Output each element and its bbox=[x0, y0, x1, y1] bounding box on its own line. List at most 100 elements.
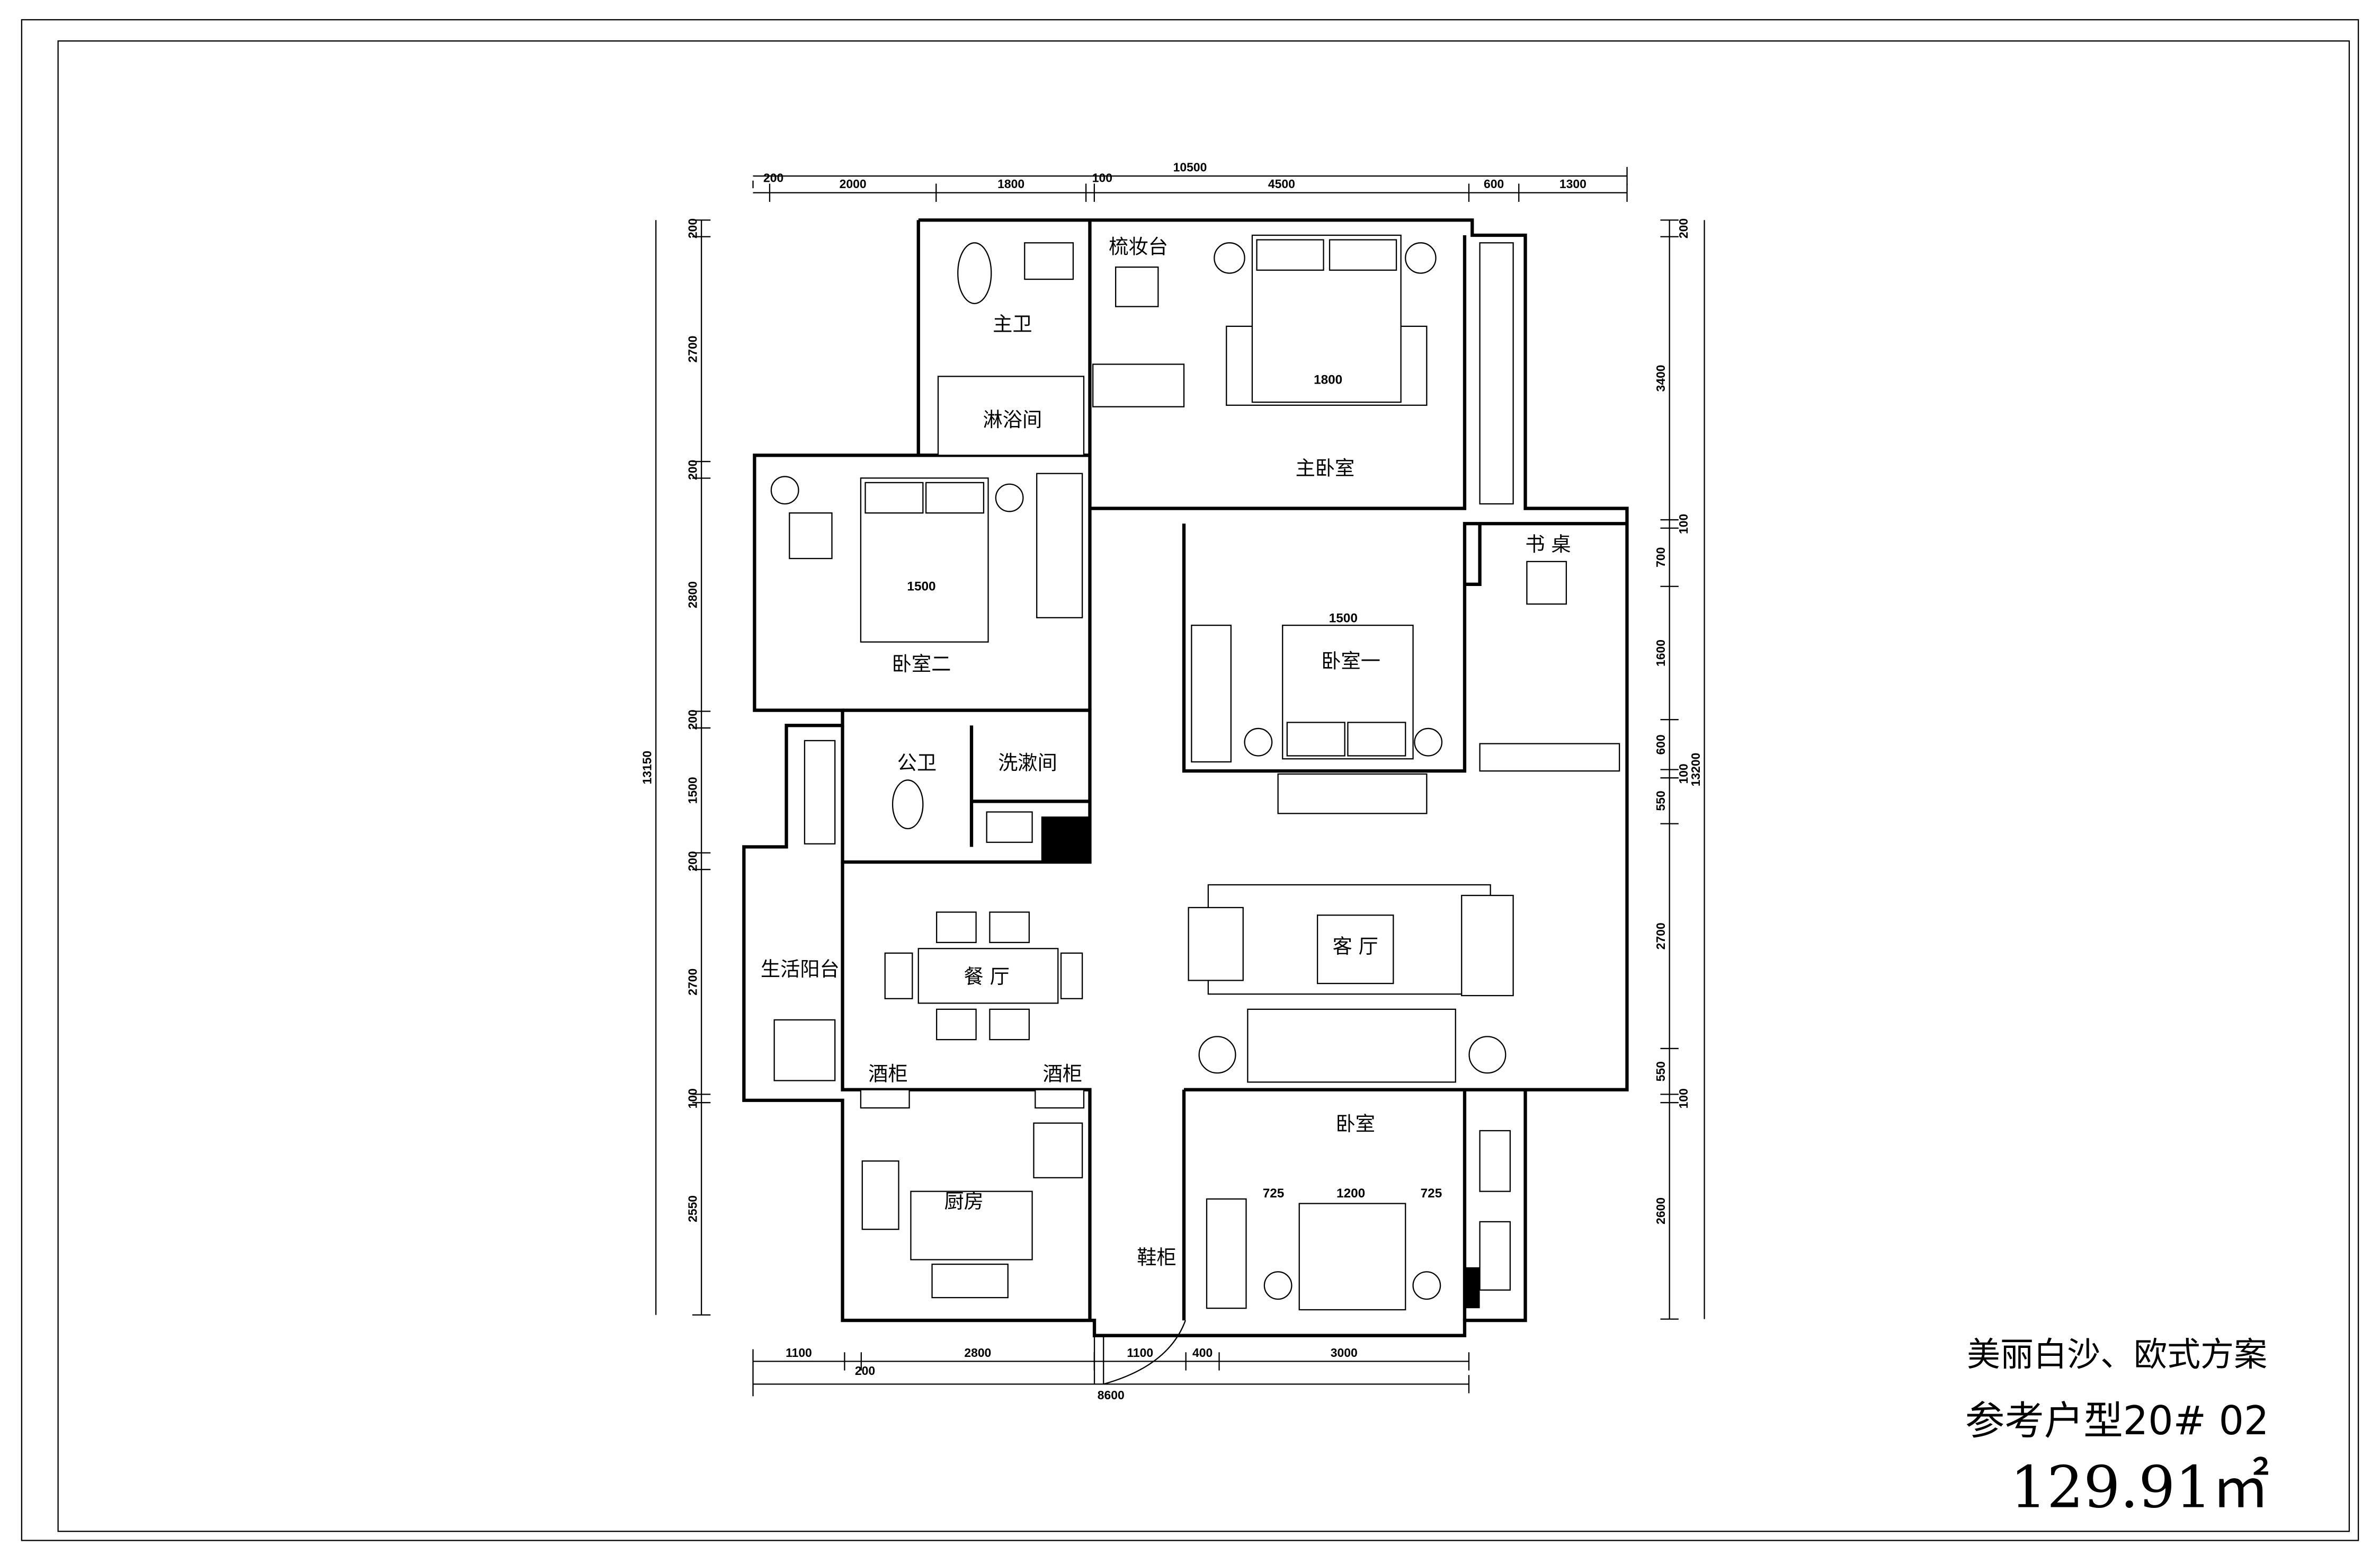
dimension-label: 2800 bbox=[686, 581, 700, 608]
shower-tiles bbox=[937, 376, 1085, 456]
dimension-label: 100 bbox=[1677, 1088, 1690, 1108]
label-desk: 书 桌 bbox=[1525, 532, 1571, 556]
pillow bbox=[1286, 722, 1345, 757]
dimension-label: 2000 bbox=[840, 177, 867, 191]
pillow bbox=[1329, 239, 1397, 271]
chair bbox=[789, 512, 833, 560]
washer bbox=[804, 740, 836, 845]
label-wine-cabinet: 酒柜 bbox=[1043, 1062, 1082, 1085]
dimension-label: 200 bbox=[686, 460, 700, 480]
dim-bed-two: 1500 bbox=[907, 579, 935, 593]
shoe-cabinet bbox=[1206, 1198, 1247, 1309]
tv-cabinet bbox=[1461, 894, 1514, 997]
label-shoe-cabinet: 鞋柜 bbox=[1137, 1246, 1176, 1269]
inner-frame bbox=[57, 40, 2350, 1532]
dimension-label: 100 bbox=[1092, 171, 1112, 185]
dimension-label: 600 bbox=[1484, 177, 1504, 191]
label-dresser: 梳妆台 bbox=[1109, 235, 1168, 258]
wardrobe bbox=[1036, 473, 1083, 618]
label-wine-cabinet: 酒柜 bbox=[868, 1062, 907, 1085]
nightstand-lamp-icon bbox=[1405, 242, 1437, 274]
dim-bedroom-right: 725 bbox=[1421, 1186, 1442, 1201]
dimension-label: 550 bbox=[1654, 1061, 1668, 1081]
dimension-label: 1300 bbox=[1559, 177, 1586, 191]
dimension-label: 200 bbox=[686, 851, 700, 871]
label-bedroom-two: 卧室二 bbox=[892, 652, 951, 676]
dining-chair bbox=[884, 952, 913, 999]
dining-chair bbox=[935, 1008, 977, 1041]
dining-table bbox=[917, 948, 1059, 1004]
room-labels: 主卫 淋浴间 梳妆台 主卧室 卧室二 书 桌 卧室一 公卫 洗漱间 生活阳台 餐… bbox=[761, 235, 1571, 1269]
dim-bed-one: 1500 bbox=[1329, 611, 1358, 625]
label-bedroom: 卧室 bbox=[1335, 1112, 1375, 1135]
label-bedroom-one: 卧室一 bbox=[1321, 649, 1380, 672]
dimension-total: 10500 bbox=[1173, 161, 1207, 174]
label-master-bath: 主卫 bbox=[993, 312, 1032, 335]
dresser-stool bbox=[1115, 266, 1159, 307]
label-dining: 餐 厅 bbox=[964, 965, 1010, 988]
dimension-label: 100 bbox=[1677, 763, 1690, 784]
dimension-label: 2550 bbox=[686, 1195, 700, 1222]
label-master-bedroom: 主卧室 bbox=[1296, 457, 1355, 480]
nightstand-lamp-icon bbox=[1412, 1271, 1441, 1300]
dimension-label: 2700 bbox=[1654, 922, 1668, 949]
side-table-icon bbox=[1198, 1036, 1236, 1074]
dining-chair bbox=[1060, 952, 1083, 999]
dining-chair bbox=[935, 911, 977, 943]
outer-frame bbox=[21, 19, 2359, 1541]
dimension-label: 100 bbox=[1677, 514, 1690, 534]
wine-cabinet bbox=[1035, 1089, 1085, 1109]
dimension-label: 2700 bbox=[686, 335, 700, 362]
shoe-rack bbox=[1092, 363, 1185, 407]
coffee-table bbox=[1316, 914, 1394, 984]
side-table-icon bbox=[1468, 1036, 1507, 1074]
dining-chair bbox=[989, 1008, 1030, 1041]
air-conditioner bbox=[1479, 1130, 1511, 1192]
label-public-bath: 公卫 bbox=[897, 751, 937, 774]
label-shower: 淋浴间 bbox=[983, 408, 1042, 431]
sink-icon bbox=[1024, 242, 1074, 280]
label-balcony: 生活阳台 bbox=[761, 957, 840, 981]
dimension-label: 2700 bbox=[686, 969, 700, 996]
label-living: 客 厅 bbox=[1333, 935, 1378, 958]
nightstand-lamp-icon bbox=[770, 476, 799, 505]
dimension-label: 100 bbox=[686, 1088, 700, 1108]
nightstand-lamp-icon bbox=[1214, 242, 1245, 274]
dimension-lines: 200 2000 1800 100 4500 600 1300 10500 1100 200 280… bbox=[640, 161, 1705, 1402]
dim-master-bed: 1800 bbox=[1314, 373, 1342, 387]
dimension-total: 13200 bbox=[1689, 753, 1702, 787]
squat-toilet-icon bbox=[892, 779, 924, 830]
dimension-total: 13150 bbox=[640, 751, 654, 785]
dimension-label: 3400 bbox=[1654, 365, 1668, 392]
dimension-label: 200 bbox=[855, 1364, 875, 1378]
dimension-label: 550 bbox=[1654, 791, 1668, 811]
dimension-label: 2800 bbox=[964, 1346, 991, 1360]
dimension-label: 600 bbox=[1654, 734, 1668, 754]
nightstand-lamp-icon bbox=[1244, 727, 1273, 757]
dimension-total: 8600 bbox=[1098, 1388, 1125, 1402]
dim-bedroom-bed: 1200 bbox=[1336, 1186, 1365, 1201]
pillow bbox=[864, 482, 924, 514]
bedroom-bed bbox=[1298, 1203, 1406, 1311]
pillow bbox=[1347, 722, 1406, 757]
dimension-label: 1600 bbox=[1654, 640, 1668, 667]
nightstand-lamp-icon bbox=[1263, 1271, 1292, 1300]
dimension-label: 1100 bbox=[786, 1346, 812, 1360]
unit-type: 参考户型20# 02 bbox=[1965, 1398, 2269, 1444]
fridge bbox=[1033, 1122, 1083, 1178]
pillow bbox=[1256, 239, 1324, 271]
column bbox=[1041, 816, 1090, 863]
project-title: 美丽白沙、欧式方案 bbox=[1967, 1335, 2267, 1374]
desk-chair bbox=[1526, 561, 1567, 605]
dimension-label: 200 bbox=[763, 171, 783, 185]
dimension-label: 200 bbox=[686, 218, 700, 238]
dimension-label: 200 bbox=[1677, 218, 1690, 238]
dim-bedroom-left: 725 bbox=[1263, 1186, 1285, 1201]
label-kitchen: 厨房 bbox=[944, 1189, 983, 1213]
stove-cabinet bbox=[1479, 743, 1620, 772]
dimension-label: 1800 bbox=[997, 177, 1024, 191]
dimension-label: 4500 bbox=[1268, 177, 1295, 191]
column bbox=[1464, 1267, 1480, 1309]
label-washroom: 洗漱间 bbox=[998, 751, 1057, 774]
kitchen-island bbox=[910, 1191, 1033, 1260]
